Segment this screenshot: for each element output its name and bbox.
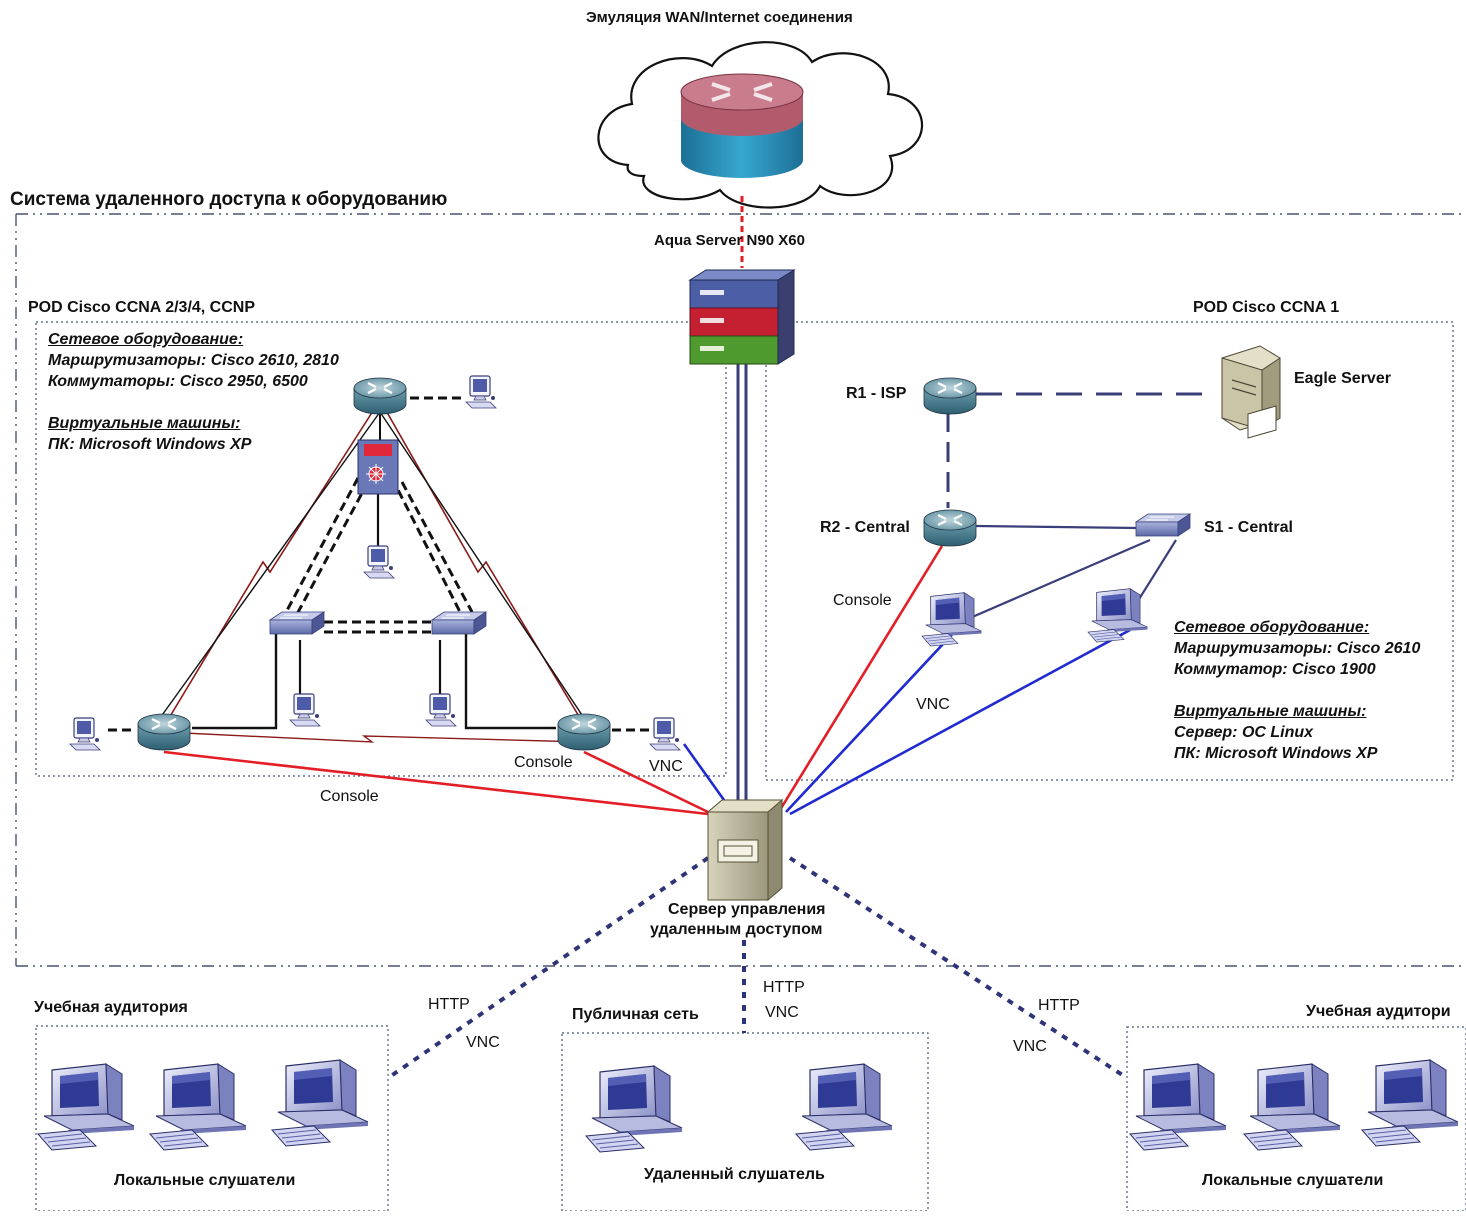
right-pod-links [946,392,1212,620]
core-links [736,196,748,800]
site-center-caption: Удаленный слушатель [644,1166,825,1183]
left-vm-heading: Виртуальные машины: [48,415,241,432]
vnc-label-site-right: VNC [1013,1038,1047,1055]
site-right-title: Учебная аудитори [1306,1003,1451,1020]
pod-boundaries [35,321,1466,1212]
right-vm-heading: Виртуальные машины: [1174,703,1367,720]
console-label-right: Console [833,592,892,609]
router-left-top-icon [352,376,408,416]
right-pod-specs: Сетевое оборудование: Маршрутизаторы: Ci… [1174,617,1420,764]
site-right-pc-2-icon [1243,1063,1341,1151]
left-hardware-line-2: Коммутаторы: Cisco 2950, 6500 [48,373,308,390]
pc-left-center-icon [363,545,395,579]
r1-isp-label: R1 - ISP [846,385,907,402]
site-left-pc-1-icon [37,1063,135,1151]
pc-left-b-icon [425,693,457,727]
http-links [386,856,1129,1080]
site-left-pc-3-icon [271,1059,369,1147]
mgmt-server-label-line-2: удаленным доступом [650,921,823,938]
pc-left-a-icon [289,693,321,727]
switch-s1-central-icon [1135,513,1191,537]
site-right-pc-3-icon [1361,1059,1459,1147]
router-r1-isp-icon [922,376,978,416]
right-vm-line-2: ПК: Microsoft Windows XP [1174,745,1378,762]
router-r2-central-icon [922,508,978,548]
site-left-caption: Локальные слушатели [114,1172,296,1189]
site-left-title: Учебная аудитория [34,999,188,1016]
pc-right-b-icon [1087,588,1148,643]
site-right-pc-1-icon [1129,1063,1227,1151]
pc-left-top-icon [465,375,497,409]
console-links [163,545,944,816]
eagle-server-label: Eagle Server [1294,370,1391,387]
router-left-bottom-left-icon [136,712,192,752]
left-pod-links [108,396,650,743]
vnc-links [682,627,1131,816]
router-left-bottom-right-icon [556,712,612,752]
switch-left-b-icon [431,611,487,635]
core-server-label: Aqua Server N90 X60 [654,232,805,249]
s1-central-label: S1 - Central [1204,519,1293,536]
right-hardware-line-1: Маршрутизаторы: Cisco 2610 [1174,640,1421,657]
wan-router-icon [680,73,804,178]
site-right-caption: Локальные слушатели [1202,1172,1384,1189]
pc-right-a-icon [921,592,982,647]
pc-left-edge-icon [69,717,101,751]
eagle-server-icon [1221,345,1281,439]
site-center-pc-2-icon [795,1063,893,1151]
aqua-server-icon [688,269,796,365]
vnc-label-left: VNC [649,758,683,775]
pc-left-right-icon [649,717,681,751]
management-server-icon [706,798,784,902]
mgmt-server-label-line-1: Сервер управления [668,901,826,918]
switch-left-a-icon [269,611,325,635]
right-hardware-line-2: Коммутатор: Cisco 1900 [1174,661,1376,678]
http-label-center: HTTP [763,979,805,996]
r2-central-label: R2 - Central [820,519,910,536]
vnc-label-center: VNC [765,1004,799,1021]
console-label-left: Console [320,788,379,805]
site-center-pc-1-icon [585,1065,683,1153]
left-hardware-heading: Сетевое оборудование: [48,331,244,348]
http-label-right: HTTP [1038,997,1080,1014]
site-center-title: Публичная сеть [572,1006,699,1023]
wan-label: Эмуляция WAN/Internet соединения [586,9,853,26]
site-left-pc-2-icon [149,1063,247,1151]
http-label-left: HTTP [428,996,470,1013]
multilayer-switch-icon [357,439,399,495]
left-hardware-line-1: Маршрутизаторы: Cisco 2610, 2810 [48,352,339,369]
console-label-left-router: Console [514,754,573,771]
left-pod-title: POD Cisco CCNA 2/3/4, CCNP [28,299,256,316]
left-pod-specs: Сетевое оборудование: Маршрутизаторы: Ci… [48,329,339,455]
right-vm-line-1: Сервер: ОС Linux [1174,724,1314,741]
vnc-label-site-left: VNC [466,1034,500,1051]
outer-system-boundary [15,213,1466,967]
right-hardware-heading: Сетевое оборудование: [1174,619,1370,636]
page-title: Система удаленного доступа к оборудовани… [10,189,448,210]
vnc-label-right: VNC [916,696,950,713]
left-vm-line-1: ПК: Microsoft Windows XP [48,436,252,453]
right-pod-title: POD Cisco CCNA 1 [1193,299,1340,316]
